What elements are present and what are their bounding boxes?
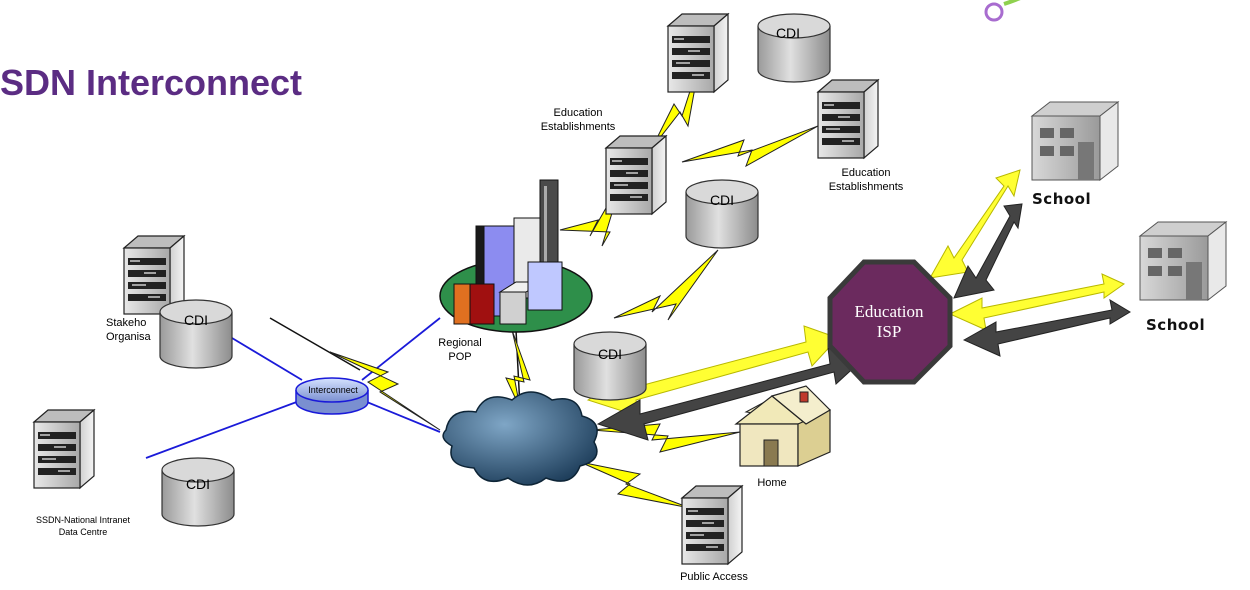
home-label: Home [757,477,787,489]
cdi-label: CDI [597,346,623,362]
database-cylinder-icon [573,331,647,401]
school-building-icon [1139,221,1227,301]
cloud-icon [442,391,598,486]
cdi-label: CDI [709,192,735,208]
school-label: School [1032,190,1092,208]
cdi-label: CDI [185,476,211,492]
server-icon [33,409,95,489]
router-icon [295,377,369,415]
house-icon [734,385,831,467]
database-cylinder-icon [159,299,233,369]
interconnect-label: Interconnect [308,385,358,395]
server-icon [667,13,729,93]
logo-ring [984,0,1021,22]
octagon-isp-icon [827,259,953,385]
cdi-label: CDI [775,25,801,41]
cdi-label: CDI [183,312,209,328]
server-icon [817,79,879,159]
database-cylinder-icon [161,457,235,527]
school-label: School [1146,316,1206,334]
isp-arrows [586,169,1131,441]
city-icon [439,179,593,333]
database-cylinder-icon [685,179,759,249]
school-building-icon [1031,101,1119,181]
server-icon [605,135,667,215]
server-icon [681,485,743,565]
page-title: SDN Interconnect [0,62,303,103]
public-access-label: Public Access [680,571,748,583]
